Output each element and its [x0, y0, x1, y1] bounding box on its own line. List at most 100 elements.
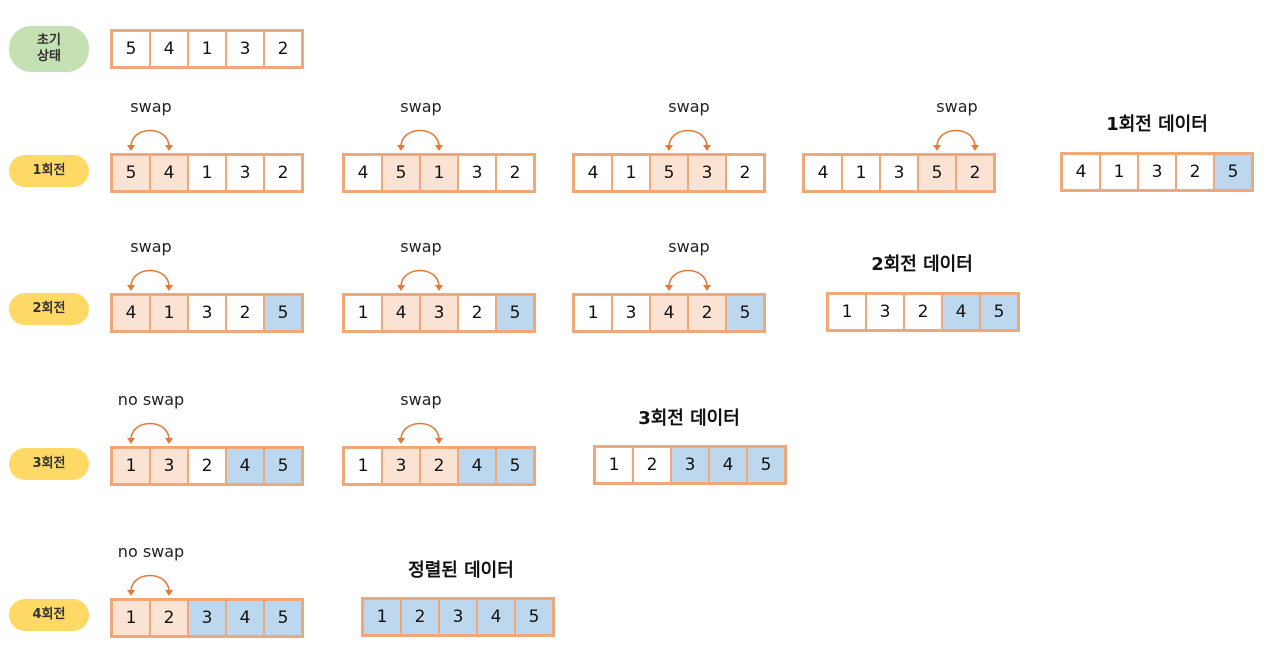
array-cell: 5 [113, 32, 149, 66]
round-result-title: 1회전 데이터 [1106, 114, 1208, 135]
array-cell: 3 [672, 448, 708, 482]
array-cell: 3 [867, 295, 903, 329]
array-cell: 4 [459, 449, 495, 483]
swap-note: swap [130, 237, 172, 256]
initial-state-badge: 초기 상태 [9, 26, 89, 72]
round-result-title: 3회전 데이터 [638, 408, 740, 429]
swap-note: swap [400, 390, 442, 409]
array-cell: 3 [227, 32, 263, 66]
array-cell: 2 [265, 156, 301, 190]
round-badge: 4회전 [9, 599, 89, 631]
swap-note: swap [400, 97, 442, 116]
array-cell: 1 [829, 295, 865, 329]
array-cell: 4 [651, 296, 687, 330]
array-cell: 4 [227, 601, 263, 635]
array-cell: 5 [651, 156, 687, 190]
swap-note: swap [936, 97, 978, 116]
array-cell: 2 [634, 448, 670, 482]
array-cell: 5 [265, 449, 301, 483]
swap-arrow-icon [397, 269, 443, 291]
array-cell: 5 [919, 156, 955, 190]
array-cell: 2 [265, 32, 301, 66]
array-cell: 4 [151, 32, 187, 66]
array-cell: 5 [497, 449, 533, 483]
array-cell: 4 [943, 295, 979, 329]
swap-arrow-icon [127, 422, 173, 444]
swap-note: swap [668, 97, 710, 116]
round-result-title: 정렬된 데이터 [408, 560, 514, 581]
swap-note: swap [130, 97, 172, 116]
round-badge: 2회전 [9, 293, 89, 325]
swap-arrow-icon [127, 129, 173, 151]
round-badge: 3회전 [9, 448, 89, 480]
array-cell: 5 [981, 295, 1017, 329]
array-cell: 1 [596, 448, 632, 482]
array-cell: 1 [613, 156, 649, 190]
array-cell: 3 [440, 600, 476, 634]
array-cell: 5 [1215, 155, 1251, 189]
array-cell: 4 [227, 449, 263, 483]
round-result-title: 2회전 데이터 [871, 254, 973, 275]
array-cell: 1 [421, 156, 457, 190]
array-cell: 5 [265, 601, 301, 635]
array-cell: 2 [689, 296, 725, 330]
array-cell: 3 [689, 156, 725, 190]
array-cell: 1 [113, 449, 149, 483]
swap-arrow-icon [397, 422, 443, 444]
array-cell: 2 [497, 156, 533, 190]
array-cell: 4 [113, 296, 149, 330]
array-cell: 4 [805, 156, 841, 190]
array-cell: 3 [227, 156, 263, 190]
array-cell: 5 [383, 156, 419, 190]
array-cell: 5 [113, 156, 149, 190]
array-cell: 3 [1139, 155, 1175, 189]
array-cell: 5 [497, 296, 533, 330]
array-cell: 1 [345, 449, 381, 483]
array-cell: 1 [843, 156, 879, 190]
swap-arrow-icon [127, 574, 173, 596]
array-cell: 2 [421, 449, 457, 483]
swap-arrow-icon [933, 129, 979, 151]
array-cell: 2 [402, 600, 438, 634]
array-cell: 5 [727, 296, 763, 330]
array-cell: 2 [727, 156, 763, 190]
array-cell: 1 [151, 296, 187, 330]
array-cell: 5 [265, 296, 301, 330]
array-cell: 1 [575, 296, 611, 330]
array-cell: 1 [113, 601, 149, 635]
array-cell: 4 [478, 600, 514, 634]
array-cell: 4 [710, 448, 746, 482]
array-cell: 4 [345, 156, 381, 190]
array-cell: 3 [881, 156, 917, 190]
array-cell: 1 [345, 296, 381, 330]
array-cell: 3 [613, 296, 649, 330]
swap-arrow-icon [397, 129, 443, 151]
array-cell: 3 [189, 296, 225, 330]
array-cell: 1 [1101, 155, 1137, 189]
swap-note: swap [668, 237, 710, 256]
array-cell: 2 [189, 449, 225, 483]
array-cell: 2 [1177, 155, 1213, 189]
array-cell: 3 [459, 156, 495, 190]
array-cell: 5 [516, 600, 552, 634]
round-badge: 1회전 [9, 155, 89, 187]
array-cell: 4 [383, 296, 419, 330]
swap-note: no swap [117, 542, 185, 561]
array-cell: 2 [227, 296, 263, 330]
array-cell: 3 [421, 296, 457, 330]
swap-arrow-icon [665, 269, 711, 291]
array-cell: 1 [189, 156, 225, 190]
